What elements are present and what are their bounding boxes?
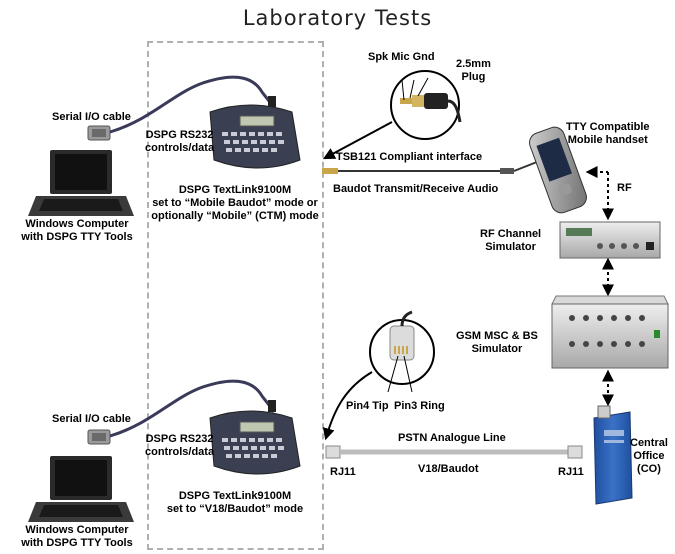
computer-bottom-label: Windows Computer with DSPG TTY Tools [21,524,133,549]
serial-connector-top-icon [87,125,111,141]
rf-label: RF [617,182,632,194]
central-office-label: Central Office (CO) [630,437,668,475]
plug-pins-label: Spk Mic Gnd [368,51,435,63]
rj11-left-label: RJ11 [330,466,356,478]
computer-top-label: Windows Computer with DSPG TTY Tools [21,218,133,243]
serial-connector-bottom-icon [87,429,111,445]
plug-circle-icon [390,70,462,140]
rj11-right-label: RJ11 [558,466,584,478]
laptop-bottom-icon [28,456,134,522]
pin4-label: Pin4 Tip [346,400,389,412]
pin3-label: Pin3 Ring [394,400,445,412]
rs232-top-label: DSPG RS232 controls/data [145,129,215,154]
tsb-label: TSB121 Compliant interface [336,151,483,163]
gsm-label: GSM MSC & BS Simulator [456,330,538,355]
plug-size-label: 2.5mm Plug [456,58,491,83]
textlink-bottom-icon [209,410,301,475]
textlink-bottom-label: DSPG TextLink9100M set to “V18/Baudot” m… [166,490,304,515]
serial-cable-top-label: Serial I/O cable [52,111,131,123]
gsm-simulator-icon [551,295,669,369]
plug-arrow [322,121,393,160]
rs232-bottom-label: DSPG RS232 controls/data [145,433,215,458]
serial-cable-bottom-label: Serial I/O cable [52,413,131,425]
textlink-top-icon [209,104,301,169]
mobile-handset-icon [529,126,587,214]
rf-sim-label: RF Channel Simulator [480,228,542,253]
pstn-line [325,445,583,459]
rj11-circle-icon [369,310,435,393]
laptop-top-icon [28,150,134,216]
handset-label: TTY Compatible Mobile handset [566,121,650,146]
pstn-label: PSTN Analogue Line [398,432,506,444]
rj11-arrow [322,371,373,441]
rf-simulator-icon [559,221,661,259]
rf-link [585,166,614,221]
central-office-icon [593,405,633,505]
v18-label: V18/Baudot [418,463,479,475]
baudot-audio-label: Baudot Transmit/Receive Audio [333,183,499,195]
diagram-title: Laboratory Tests [242,6,433,30]
textlink-top-label: DSPG TextLink9100M set to “Mobile Baudot… [151,184,319,222]
dashed-enclosure [147,41,324,550]
